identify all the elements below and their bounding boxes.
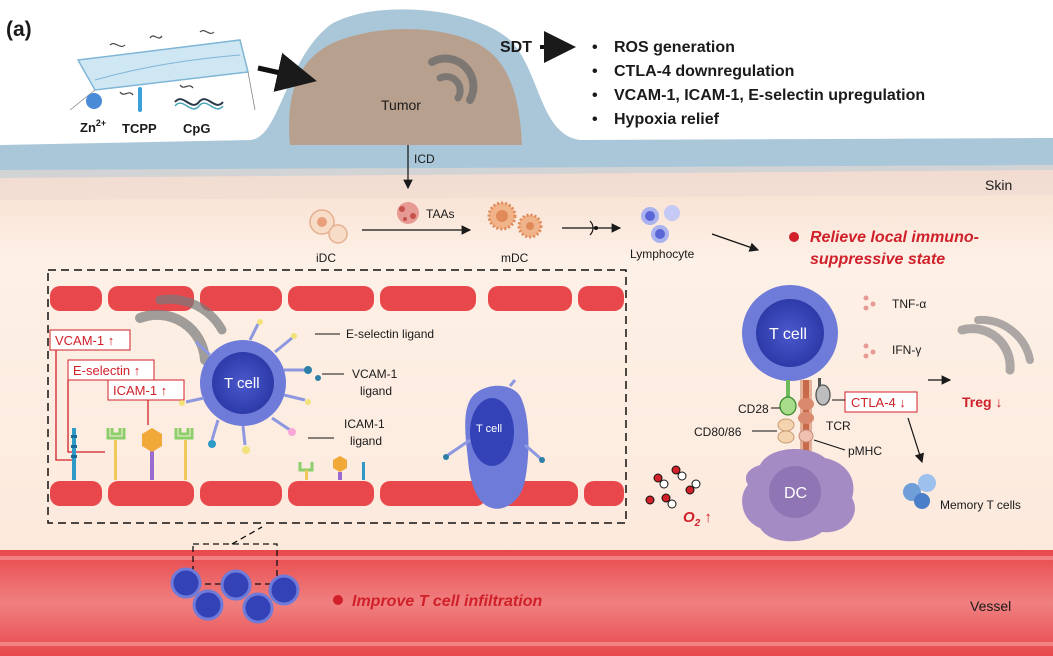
memory-tcells [903, 474, 936, 509]
effect-item: ROS generation [614, 39, 735, 56]
cpg-label: CpG [183, 121, 210, 136]
relieve-line1: Relieve local immuno- [810, 229, 979, 246]
tcpp-icon [138, 87, 142, 112]
red-bullet-bottom [333, 595, 343, 605]
vessel-tcell-cluster [170, 567, 300, 624]
zn-label: Zn2+ [80, 118, 106, 135]
taas-icon [397, 202, 419, 224]
treg-label: Treg ↓ [962, 394, 1002, 410]
effect-bullet: • [592, 39, 598, 56]
red-bullet [789, 232, 799, 242]
cpg-icon [174, 98, 224, 106]
ctla4-box [844, 391, 918, 413]
skin-layer [0, 9, 1053, 178]
inset-vessel-wall-top [50, 286, 624, 311]
right-tcell [742, 285, 838, 381]
icam-up-box [107, 379, 185, 401]
vessel-label: Vessel [970, 598, 1011, 614]
cd28-label: CD28 [738, 402, 769, 416]
presentation-arrow [562, 220, 622, 236]
eselectin-up-label: E-selectin ↑ [73, 363, 140, 378]
zn-ion-icon [86, 93, 102, 109]
relieve-line2: suppressive state [810, 251, 945, 268]
icam-ligand-label-1: ICAM-1 [344, 417, 385, 431]
tcell-ligands [185, 323, 306, 446]
taas-label: TAAs [426, 207, 454, 221]
to-memory-arrow [907, 417, 925, 464]
icam-ligand-label-2: ligand [350, 434, 382, 448]
effect-item: CTLA-4 downregulation [614, 63, 794, 80]
vcam-ligand-label-2: ligand [360, 384, 392, 398]
sdt-effects-list: • ROS generation • CTLA-4 downregulation… [592, 39, 925, 128]
tnf-label: TNF-α [892, 297, 926, 311]
cd8086-label: CD80/86 [694, 425, 742, 439]
right-tcell-label: T cell [769, 326, 807, 343]
vcam-ligand-label-1: VCAM-1 [352, 367, 398, 381]
migrating-tcell [443, 379, 545, 509]
ligand-heads [179, 319, 321, 454]
inset-tcell-label: T cell [224, 375, 260, 392]
ultrasound-icon-right [957, 315, 1034, 375]
endothelial-molecules [71, 428, 365, 480]
icd-label: ICD [414, 152, 435, 166]
skin-inner-edge [0, 165, 1053, 200]
dc-cell [742, 448, 855, 542]
sdt-label: SDT [500, 39, 532, 56]
to-tcell-arrow [711, 233, 760, 252]
vcam-up-box [49, 329, 131, 351]
tcpp-label: TCPP [122, 121, 157, 136]
vessel [0, 550, 1053, 656]
mdc-label: mDC [501, 251, 529, 265]
inset-tcell [200, 340, 286, 426]
effect-item: Hypoxia relief [614, 111, 720, 128]
nanosheet-arrow [257, 52, 317, 92]
ultrasound-icon-top [428, 54, 478, 104]
ctla4-label: CTLA-4 ↓ [851, 395, 906, 410]
receptor-pair [777, 378, 831, 460]
pmhc-label: pMHC [848, 444, 882, 458]
memory-label: Memory T cells [940, 498, 1021, 512]
nanosheet-illustration [69, 29, 256, 111]
effect-bullet: • [592, 87, 598, 104]
lymphocyte-label: Lymphocyte [630, 247, 695, 261]
idc-label: iDC [316, 251, 336, 265]
lymphocyte-cells [641, 205, 680, 243]
icam-up-label: ICAM-1 ↑ [113, 383, 167, 398]
o2-molecules [645, 465, 701, 509]
cd28-receptor [779, 396, 797, 416]
vcam-up-label: VCAM-1 ↑ [55, 333, 114, 348]
cytokine-dots [863, 295, 876, 359]
idc-cells [309, 209, 348, 244]
mdc-cells [487, 201, 543, 239]
migrating-tcell-label: T cell [476, 423, 502, 435]
tumor-mass [289, 29, 522, 145]
improve-label: Improve T cell infiltration [352, 593, 542, 610]
ctla4-receptor [815, 384, 831, 406]
o2-label: O2 ↑ [683, 509, 712, 529]
effect-bullet: • [592, 111, 598, 128]
panel-label: (a) [6, 18, 32, 41]
effect-bullet: • [592, 63, 598, 80]
ifn-label: IFN-γ [892, 343, 921, 357]
eselectin-ligand-label: E-selectin ligand [346, 327, 434, 341]
tcr-label: TCR [826, 419, 851, 433]
effect-item: VCAM-1, ICAM-1, E-selectin upregulation [614, 87, 925, 104]
dc-label: DC [784, 485, 807, 502]
inset-box [47, 269, 627, 524]
tumor-label: Tumor [381, 97, 421, 113]
inset-vessel-wall-bottom [50, 481, 624, 506]
skin-label: Skin [985, 177, 1012, 193]
